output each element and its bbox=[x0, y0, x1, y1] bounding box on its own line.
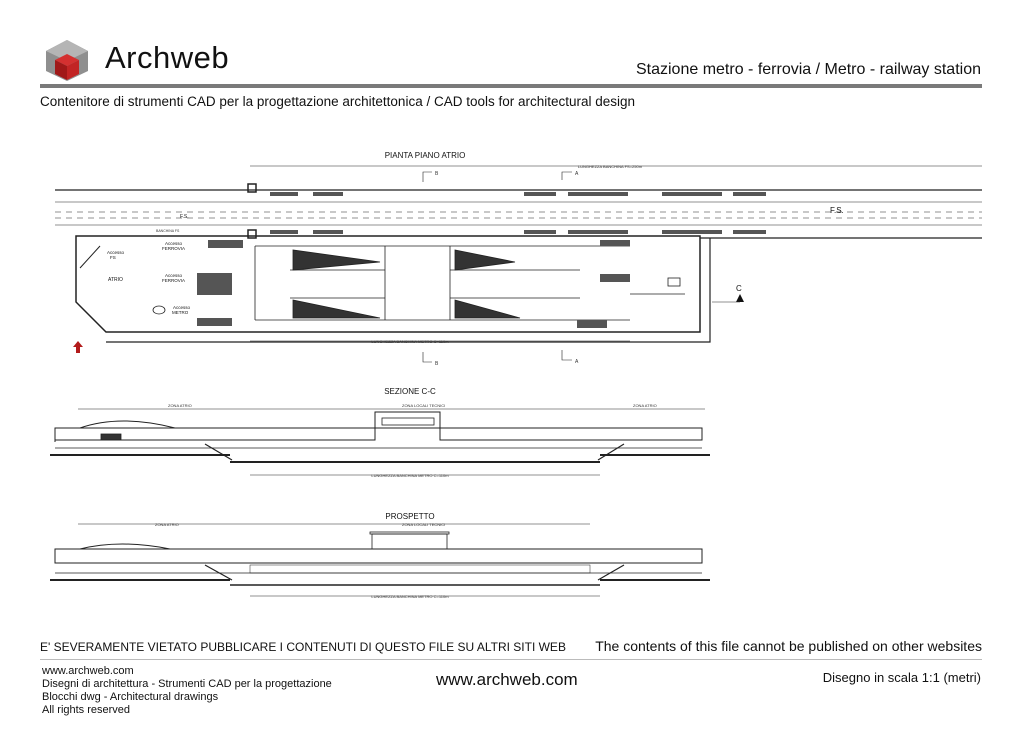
footer-line-4: All rights reserved bbox=[42, 704, 131, 716]
brand-name: Archweb bbox=[105, 40, 230, 75]
entrance-arrow-icon bbox=[73, 341, 83, 353]
plan-title: PIANTA PIANO ATRIO bbox=[385, 151, 466, 160]
atrio-label: ATRIO bbox=[108, 277, 123, 283]
sheet-title: Stazione metro - ferrovia / Metro - rail… bbox=[635, 61, 981, 78]
footer-line-2: Disegni di architettura - Strumenti CAD … bbox=[42, 678, 332, 690]
archweb-logo-icon bbox=[46, 40, 88, 81]
section-b-top: B bbox=[435, 171, 439, 177]
elevation-title: PROSPETTO bbox=[385, 512, 434, 521]
station-plan bbox=[75, 235, 711, 343]
section-a-bottom: A bbox=[575, 359, 579, 365]
warning-english: The contents of this file cannot be publ… bbox=[595, 638, 982, 654]
footer-line-1: www.archweb.com bbox=[42, 665, 134, 677]
footer-rule bbox=[40, 659, 982, 660]
fs-length-label: LUNGHEZZA BANCHINA FS=250m bbox=[578, 164, 643, 169]
scale-note: Disegno in scala 1:1 (metri) bbox=[822, 670, 981, 685]
fs-label-right: F.S. bbox=[830, 206, 844, 215]
sheet-subtitle: Contenitore di strumenti CAD per la prog… bbox=[40, 94, 636, 109]
elev-metro-length: LUNGHEZZA BANCHINA METRO C=110m bbox=[371, 594, 449, 599]
railway-tracks bbox=[55, 183, 982, 239]
section-title: SEZIONE C-C bbox=[384, 387, 436, 396]
banchina-fs-label: BANCHINA FS bbox=[156, 229, 180, 233]
zona-locali-label: ZONA LOCALI TECNICI bbox=[402, 403, 445, 408]
metro-length-label: LUNGHEZZA BANCHINA METRO C=110m bbox=[371, 339, 449, 344]
header-rule bbox=[40, 84, 982, 88]
site-link[interactable]: www.archweb.com bbox=[436, 670, 578, 689]
zona-atrio-label-1: ZONA ATRIO bbox=[168, 403, 192, 408]
elev-zona-atrio: ZONA ATRIO bbox=[155, 522, 179, 527]
section-metro-length: LUNGHEZZA BANCHINA METRO C=110m bbox=[371, 473, 449, 478]
section-c-label: C bbox=[736, 284, 742, 293]
section-c-marker-icon bbox=[736, 294, 744, 302]
elev-zona-locali: ZONA LOCALI TECNICI bbox=[402, 522, 445, 527]
cad-drawing: PIANTA PIANO ATRIO LUNGHEZZA BANCHINA FS… bbox=[50, 151, 982, 599]
section-b-bottom: B bbox=[435, 361, 439, 367]
section-drawing bbox=[50, 411, 710, 463]
warning-italian: E' SEVERAMENTE VIETATO PUBBLICARE I CONT… bbox=[40, 640, 566, 654]
section-a-top: A bbox=[575, 171, 579, 177]
fs-label-left: F.S. bbox=[180, 214, 189, 220]
elevation-drawing bbox=[50, 531, 710, 586]
zona-atrio-label-2: ZONA ATRIO bbox=[633, 403, 657, 408]
footer-line-3: Blocchi dwg - Architectural drawings bbox=[42, 691, 219, 703]
